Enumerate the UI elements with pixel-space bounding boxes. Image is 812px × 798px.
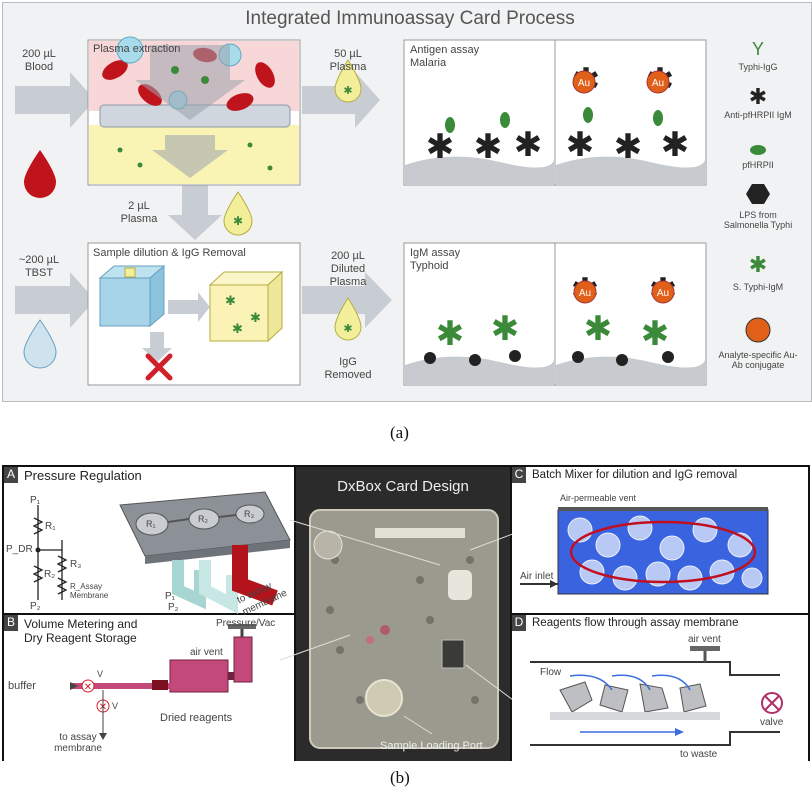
svg-text:✱: ✱ [614, 128, 643, 166]
plasma-drop-50ul: ✱ [334, 59, 362, 103]
circuit-r1: R₁ [45, 521, 56, 532]
section-a-title: Pressure Regulation [24, 468, 142, 483]
svg-text:✱: ✱ [343, 323, 352, 335]
svg-text:✕: ✕ [84, 682, 92, 693]
svg-text:✱: ✱ [641, 315, 670, 353]
svg-text:Au: Au [652, 78, 664, 89]
chip-p2: P₂ [168, 602, 179, 613]
svg-text:✱: ✱ [343, 85, 352, 97]
air-vent-label-b: air vent [190, 647, 223, 658]
circuit-r3: R₃ [70, 559, 82, 570]
plasma-extraction-title: Plasma extraction [93, 43, 181, 55]
chip-p1: P₁ [165, 591, 176, 602]
svg-text:✱: ✱ [225, 293, 236, 308]
flow-arrow-blood [15, 72, 95, 128]
circuit-p2: P₂ [30, 601, 41, 612]
sample-loading-port-label: Sample Loading Port [380, 740, 483, 752]
section-c-letter: C [514, 467, 524, 481]
typhi-igg-icon: Y [752, 39, 764, 59]
au-ab-conjugate-icon [745, 317, 771, 343]
section-a-letter: A [4, 467, 18, 483]
air-inlet-label: Air inlet [520, 571, 554, 582]
chip-r2: R₂ [198, 514, 208, 524]
blood-drop-icon [24, 150, 56, 198]
legend-label-s-typhi-igm: S. Typhi-IgM [732, 282, 784, 292]
pressure-vac-label: Pressure/Vac [216, 618, 276, 629]
sample-dilution-title: Sample dilution & IgG Removal [93, 247, 246, 259]
circuit-p1: P₁ [30, 495, 41, 506]
panel-a-graphics: ✱ ✱ ✱ ✱ ✱ ✱ ✱ ✱ ✱ ✱ ✱ ✱ ✱ ✱ [15, 36, 771, 386]
svg-text:Au: Au [579, 288, 591, 299]
red-x-icon [145, 353, 173, 381]
section-d-letter: D [514, 615, 524, 629]
svg-text:✱: ✱ [491, 310, 520, 348]
flow-label: Flow [540, 667, 562, 678]
svg-text:✱: ✱ [233, 214, 243, 228]
svg-text:✱: ✱ [436, 315, 465, 353]
svg-text:✱: ✱ [232, 321, 243, 336]
caption-a: (a) [390, 423, 409, 442]
air-permeable-vent-label: Air-permeable vent [560, 493, 637, 503]
pfhrpii-icon [750, 145, 766, 155]
flow-arrow-down [168, 185, 222, 240]
anti-pfhrpii-igm-icon: ✱ [749, 84, 767, 109]
circuit-rassay: R_Assay Membrane [70, 582, 109, 600]
svg-text:✱: ✱ [250, 310, 261, 325]
svg-text:Au: Au [578, 78, 590, 89]
tbst-drop-icon [23, 319, 57, 369]
chip-r1: R₁ [146, 519, 156, 529]
legend-icons: Y ✱ ✱ [745, 39, 771, 343]
legend-label-anti-pfhrpii: Anti-pfHRPII IgM [724, 110, 792, 120]
circuit-r2: R₂ [44, 569, 56, 580]
svg-text:✱: ✱ [566, 126, 595, 164]
section-c-title: Batch Mixer for dilution and IgG removal [532, 469, 738, 481]
legend-label-au-ab: Analyte-specific Au-Ab conjugate [718, 350, 798, 370]
plasma-drop-2ul: ✱ [223, 191, 253, 236]
lps-icon [746, 184, 770, 204]
flow-arrow-tbst [15, 272, 95, 328]
chip-r3: R₃ [244, 509, 255, 519]
section-b-letter: B [6, 615, 15, 629]
svg-text:✱: ✱ [584, 310, 613, 348]
legend-label-lps: LPS from Salmonella Typhi [723, 210, 793, 230]
buffer-label: buffer [8, 680, 36, 692]
valve-v-label-1: V [97, 669, 104, 679]
section-d-title: Reagents flow through assay membrane [532, 617, 739, 629]
dried-reagents-label: Dried reagents [160, 712, 233, 724]
svg-text:✱: ✱ [514, 126, 543, 164]
valve-v-label-2: V [112, 701, 119, 711]
caption-b: (b) [390, 768, 410, 787]
circuit-pdr: P_DR [6, 544, 33, 555]
legend-label-typhi-igg: Typhi-IgG [738, 62, 778, 72]
plasma-drop-diluted: ✱ [334, 297, 362, 341]
panel-a-title: Integrated Immunoassay Card Process [245, 8, 575, 29]
valve-label-d: valve [760, 717, 784, 728]
svg-text:✱: ✱ [661, 126, 690, 164]
dxbox-title: DxBox Card Design [337, 478, 469, 495]
svg-text:✱: ✱ [426, 128, 455, 166]
air-vent-label-d: air vent [688, 634, 721, 645]
svg-text:Au: Au [657, 288, 669, 299]
svg-text:✱: ✱ [474, 128, 503, 166]
to-waste-label: to waste [680, 749, 718, 760]
legend-label-pfhrpii: pfHRPII [742, 160, 774, 170]
s-typhi-igm-icon: ✱ [749, 252, 767, 277]
